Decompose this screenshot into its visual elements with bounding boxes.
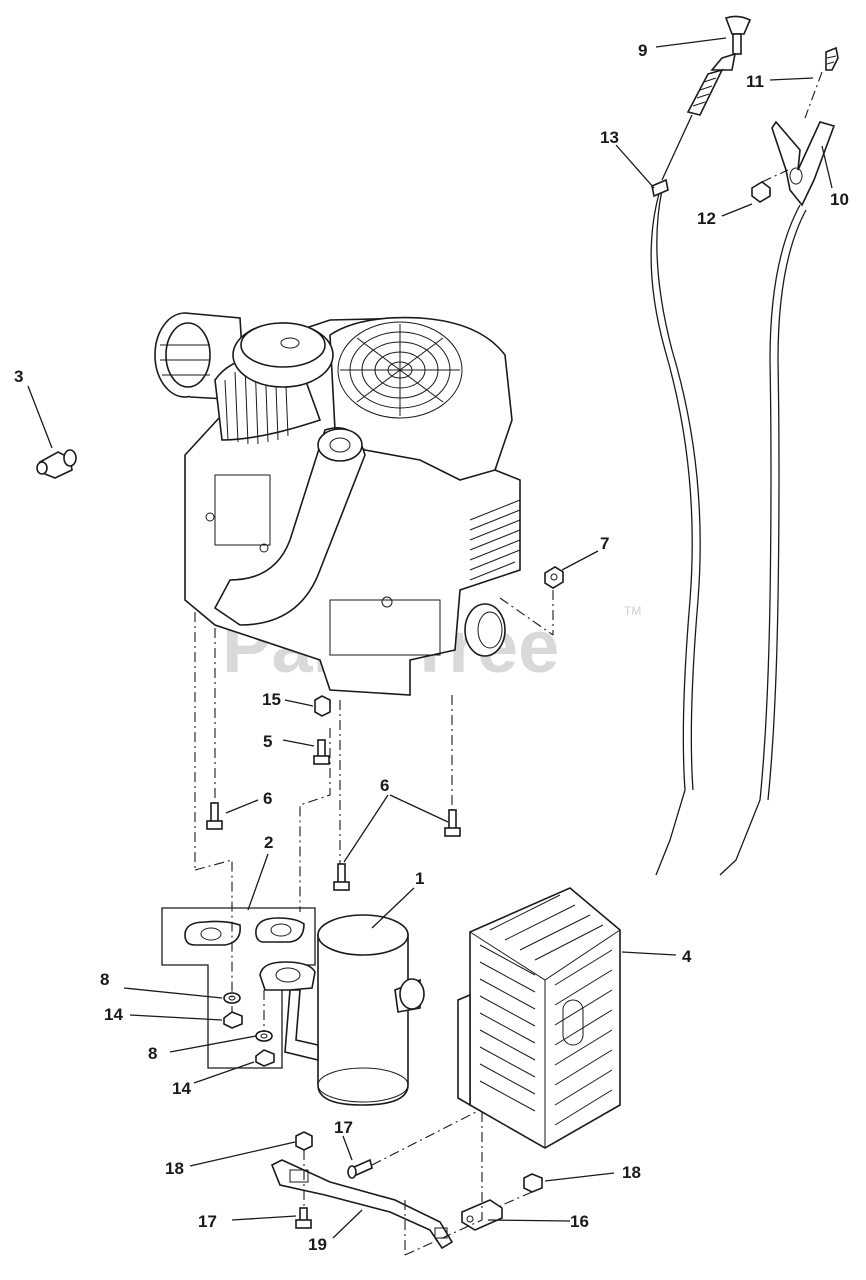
callout-6-right: 6 — [380, 776, 389, 795]
callout-14-upper: 14 — [104, 1005, 123, 1024]
heat-shield-part-4[interactable] — [457, 887, 621, 1149]
nut-part-12[interactable] — [751, 181, 771, 203]
nut-part-18-left[interactable] — [295, 1131, 313, 1151]
bolt-part-6-left[interactable] — [206, 802, 223, 830]
leader-lines — [27, 37, 833, 1239]
air-cleaner — [154, 312, 246, 401]
washer-part-8-upper[interactable] — [223, 992, 241, 1004]
nut-part-14-upper[interactable] — [223, 1011, 243, 1029]
heat-shield-slots — [479, 894, 613, 1126]
callout-12: 12 — [697, 209, 716, 228]
callout-14-lower: 14 — [172, 1079, 191, 1098]
callout-8-lower: 8 — [148, 1044, 157, 1063]
bolt-part-6-right[interactable] — [444, 809, 461, 837]
callout-15: 15 — [262, 690, 281, 709]
callout-10: 10 — [830, 190, 849, 209]
callout-16: 16 — [570, 1212, 589, 1231]
gasket-part-2[interactable] — [161, 907, 316, 1069]
screw-part-11[interactable] — [825, 46, 839, 71]
callout-6-left: 6 — [263, 789, 272, 808]
callout-18-right: 18 — [622, 1163, 641, 1182]
nut-part-15[interactable] — [314, 695, 331, 717]
watermark-trademark: TM — [624, 604, 641, 618]
callout-9: 9 — [638, 41, 647, 60]
assembly-lines — [194, 71, 823, 1256]
callout-18-left: 18 — [165, 1159, 184, 1178]
nut-part-14-lower[interactable] — [255, 1049, 275, 1067]
callout-13: 13 — [600, 128, 619, 147]
callout-2: 2 — [264, 833, 273, 852]
callout-5: 5 — [263, 732, 272, 751]
bolt-part-6-center[interactable] — [333, 863, 350, 891]
bolt-part-17-lower[interactable] — [295, 1207, 312, 1229]
callout-1: 1 — [415, 869, 424, 888]
cable-clamp-part-13[interactable] — [651, 178, 669, 198]
washer-part-8-lower[interactable] — [255, 1030, 273, 1042]
callout-11: 11 — [746, 72, 764, 91]
bolt-part-17-upper[interactable] — [347, 1158, 373, 1179]
cooling-fins — [469, 499, 521, 581]
callout-4: 4 — [682, 947, 692, 966]
muffler-part-1[interactable] — [259, 914, 425, 1106]
callout-8-upper: 8 — [100, 970, 109, 989]
callouts: 1 2 3 4 5 6 6 7 8 8 9 10 11 12 13 14 14 … — [14, 41, 849, 1254]
nut-part-7[interactable] — [544, 566, 564, 589]
bracket-part-19[interactable] — [270, 1159, 454, 1250]
fan-grille — [337, 321, 463, 419]
nut-part-18-right[interactable] — [523, 1173, 543, 1193]
callout-17-upper: 17 — [334, 1118, 353, 1137]
engine[interactable] — [154, 312, 521, 696]
fitting-part-3[interactable] — [36, 449, 77, 479]
oil-filter — [464, 603, 506, 657]
throttle-cable-part-9[interactable] — [650, 15, 752, 876]
callout-17-lower: 17 — [198, 1212, 217, 1231]
callout-7: 7 — [600, 534, 609, 553]
bolt-part-5[interactable] — [313, 739, 330, 765]
callout-19: 19 — [308, 1235, 327, 1254]
choke-bracket-part-10[interactable] — [719, 120, 836, 876]
callout-3: 3 — [14, 367, 23, 386]
